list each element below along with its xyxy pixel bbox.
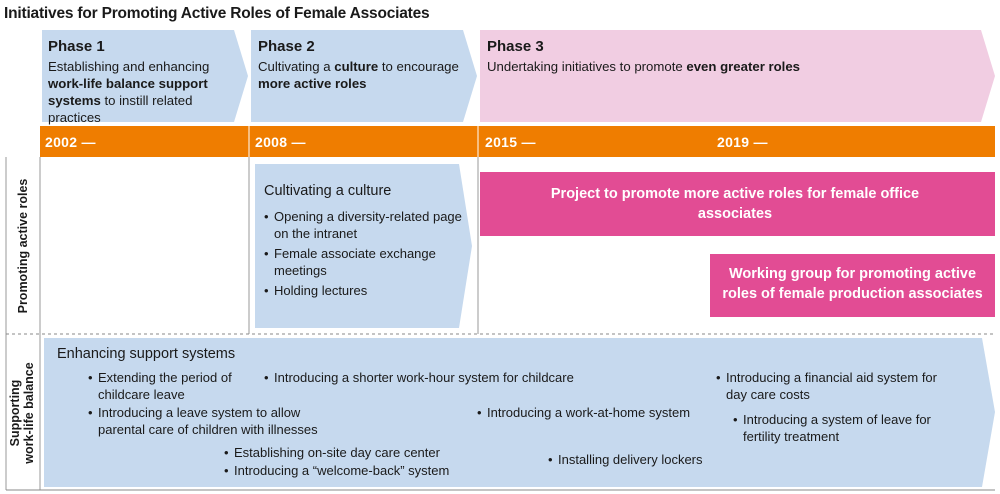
list-item: Opening a diversity-related page on the … bbox=[264, 208, 464, 242]
phase-3-desc-part: Undertaking initiatives to promote bbox=[487, 59, 687, 74]
phase-2-desc-part: more active roles bbox=[258, 76, 367, 91]
working-group-box-text: Working group for promoting active roles… bbox=[722, 266, 983, 302]
phase-2-desc-part: culture bbox=[334, 59, 379, 74]
year-2008: 2008 — bbox=[255, 134, 306, 150]
support-item: Introducing a “welcome-back” system bbox=[224, 462, 494, 479]
list-item: Female associate exchange meetings bbox=[264, 245, 464, 279]
phase-1: Phase 1 Establishing and enhancing work-… bbox=[48, 38, 248, 126]
phase-2-desc-part: to encourage bbox=[378, 59, 459, 74]
phase-3-title: Phase 3 bbox=[487, 38, 544, 55]
project-box bbox=[480, 172, 995, 236]
support-item: Installing delivery lockers bbox=[548, 451, 758, 468]
year-2015: 2015 — bbox=[485, 134, 536, 150]
support-item: Extending the period of childcare leave bbox=[88, 369, 258, 403]
phase-1-title: Phase 1 bbox=[48, 38, 105, 55]
phase-2-title: Phase 2 bbox=[258, 38, 315, 55]
phase-2-arrow bbox=[251, 30, 477, 122]
phase-1-desc: Establishing and enhancing work-life bal… bbox=[48, 58, 248, 126]
support-item: Introducing a shorter work-hour system f… bbox=[264, 369, 604, 386]
row-label-supporting-line1: Supporting bbox=[8, 379, 22, 447]
phase-2: Phase 2 Cultivating a culture to encoura… bbox=[258, 38, 463, 92]
phase-3-arrow bbox=[480, 30, 995, 122]
phase-1-desc-part: Establishing and enhancing bbox=[48, 59, 210, 74]
support-title: Enhancing support systems bbox=[57, 346, 236, 362]
support-item: Introducing a system of leave for fertil… bbox=[733, 411, 943, 445]
culture-box-content: Cultivating a culture Opening a diversit… bbox=[264, 183, 464, 299]
phase-2-desc: Cultivating a culture to encourage more … bbox=[258, 58, 463, 92]
working-group-box bbox=[710, 254, 995, 317]
timeline-bar bbox=[40, 126, 995, 157]
row-label-supporting-line2: work-life balance bbox=[22, 362, 36, 464]
year-2002: 2002 — bbox=[45, 134, 96, 150]
support-item: Introducing a work-at-home system bbox=[477, 404, 737, 421]
phase-2-desc-part: Cultivating a bbox=[258, 59, 335, 74]
culture-list: Opening a diversity-related page on the … bbox=[264, 208, 464, 299]
phase-1-desc-part: work-life balance support systems bbox=[48, 76, 208, 108]
support-item: Introducing a leave system to allow pare… bbox=[88, 404, 338, 438]
phase-1-desc-part: to instill related practices bbox=[48, 93, 193, 125]
project-box-text: Project to promote more active roles for… bbox=[550, 186, 920, 222]
year-2019: 2019 — bbox=[717, 134, 768, 150]
culture-box-title: Cultivating a culture bbox=[264, 183, 392, 199]
phase-3: Phase 3 Undertaking initiatives to promo… bbox=[487, 38, 967, 75]
diagram-title: Initiatives for Promoting Active Roles o… bbox=[4, 5, 430, 22]
row-label-supporting: Supporting work-life balance bbox=[8, 333, 38, 493]
support-item: Establishing on-site day care center bbox=[224, 444, 494, 461]
phase-3-desc-part: even greater roles bbox=[686, 59, 801, 74]
phase-1-arrow bbox=[42, 30, 248, 122]
support-item: Introducing a financial aid system for d… bbox=[716, 369, 941, 403]
row-label-promoting: Promoting active roles bbox=[16, 178, 30, 314]
phase-3-desc: Undertaking initiatives to promote even … bbox=[487, 58, 967, 75]
list-item: Holding lectures bbox=[264, 282, 464, 299]
